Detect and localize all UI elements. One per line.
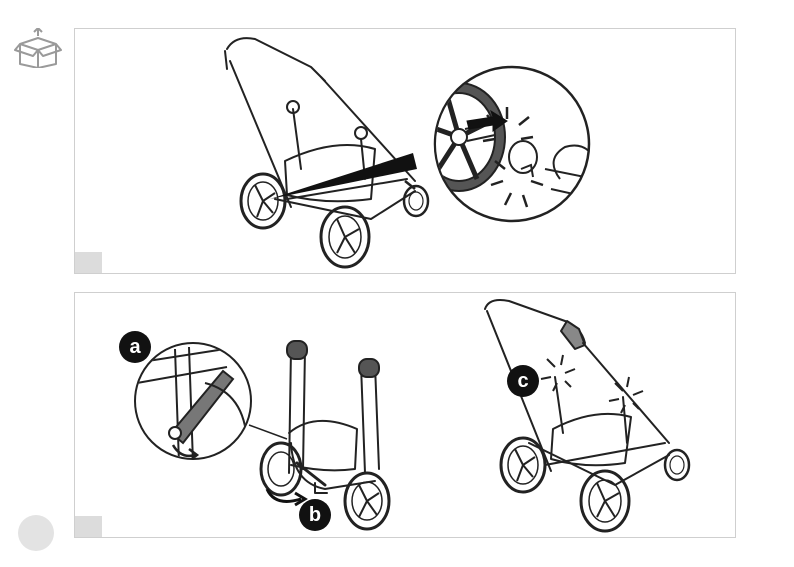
step-2-illustration: [75, 293, 736, 538]
rear-wheel-left: [241, 174, 285, 228]
stroller-handlebar: [227, 38, 325, 81]
callout-c: c: [507, 365, 539, 397]
rear-wheel-right: [321, 207, 369, 267]
unfolded-rear-wheel-left: [501, 438, 545, 492]
click-burst-icon: [541, 355, 643, 413]
magnifier-pointer: [270, 153, 417, 199]
front-wheel: [404, 181, 428, 216]
callout-b: b: [299, 499, 331, 531]
magnifier-detail: [413, 41, 623, 221]
unfolded-front-wheel: [665, 450, 689, 480]
step-1-illustration: [75, 29, 736, 274]
step-number-tag: [75, 252, 102, 273]
step-number-tag: [75, 516, 102, 537]
step-2-panel: a b c: [74, 292, 736, 538]
open-box-icon: [14, 28, 62, 68]
step-1-panel: [74, 28, 736, 274]
folded-front-wheel: [261, 443, 301, 495]
unfolded-rear-wheel-right: [581, 471, 629, 531]
callout-a: a: [119, 331, 151, 363]
folded-rear-wheel: [345, 473, 389, 529]
page-number-dot: [18, 515, 54, 551]
latch-detail-circle: [135, 343, 251, 463]
